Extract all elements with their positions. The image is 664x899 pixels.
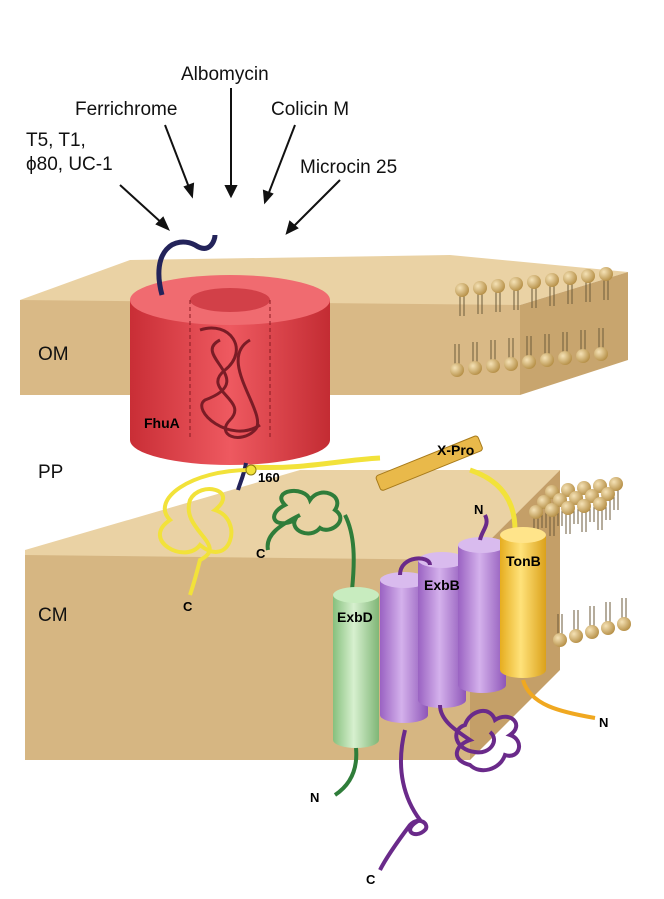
lipid-head bbox=[468, 361, 482, 375]
tonb-periplasmic-chain bbox=[251, 455, 518, 531]
fhua-tonbox bbox=[236, 462, 248, 491]
ligand-arrows bbox=[119, 88, 341, 235]
lipid-head bbox=[577, 499, 591, 513]
albomycin-label: Albomycin bbox=[181, 64, 269, 85]
lipid-head bbox=[569, 629, 583, 643]
tonb-c-terminus: C bbox=[183, 599, 193, 614]
exbd-n-terminus: N bbox=[310, 790, 319, 805]
lipid-head bbox=[509, 277, 523, 291]
fhua-surface-loop bbox=[156, 234, 218, 296]
tonb-n-terminus: N bbox=[599, 715, 608, 730]
tonb-n-terminus-top: N bbox=[474, 502, 483, 517]
lipid-head bbox=[609, 477, 623, 491]
exbd-c-terminus: C bbox=[256, 546, 266, 561]
exbd-periplasmic-domain bbox=[265, 488, 356, 591]
exbd-n-tail bbox=[333, 747, 359, 797]
lipid-head bbox=[450, 363, 464, 377]
ferrichrome-label: Ferrichrome bbox=[75, 99, 177, 120]
exbb-cytoplasmic-domain bbox=[438, 704, 521, 773]
exbb-c-terminus: C bbox=[366, 872, 376, 887]
exbb-label: ExbB bbox=[424, 577, 460, 593]
lipid-head bbox=[594, 347, 608, 361]
tonb-n-tail bbox=[521, 679, 596, 720]
phage-label-line-2: ϕ80, UC-1 bbox=[26, 154, 113, 175]
lipid-head bbox=[545, 273, 559, 287]
lipid-head bbox=[558, 351, 572, 365]
lipid-head bbox=[529, 505, 543, 519]
lipid-head bbox=[563, 271, 577, 285]
exbd-cylinder bbox=[333, 587, 379, 748]
lipid-head bbox=[473, 281, 487, 295]
lipid-head bbox=[455, 283, 469, 297]
exbb-cylinder-1 bbox=[380, 572, 428, 723]
exbb-c-tail bbox=[378, 729, 429, 871]
exbd-label: ExbD bbox=[337, 609, 373, 625]
microcin-label: Microcin 25 bbox=[300, 157, 397, 178]
cm-lipid-bilayer bbox=[529, 477, 631, 647]
lipid-head bbox=[527, 275, 541, 289]
tonb-label: TonB bbox=[506, 553, 541, 569]
lipid-head bbox=[593, 497, 607, 511]
pp-label: PP bbox=[38, 462, 63, 483]
om-lipid-bilayer bbox=[450, 267, 613, 377]
lipid-head bbox=[601, 621, 615, 635]
om-label: OM bbox=[38, 344, 69, 365]
lipid-head bbox=[491, 279, 505, 293]
lipid-head bbox=[599, 267, 613, 281]
exbb-cylinder-3 bbox=[458, 537, 506, 693]
lipid-head bbox=[545, 503, 559, 517]
lipid-head bbox=[540, 353, 554, 367]
phage-label-line-1: T5, T1, bbox=[26, 130, 86, 151]
tonb-c-domain bbox=[158, 468, 251, 596]
lipid-head bbox=[581, 269, 595, 283]
residue-160-label: 160 bbox=[258, 470, 280, 485]
fhua-plug-domain bbox=[199, 326, 259, 439]
protein-labels: FhuA X-Pro TonB ExbB ExbD bbox=[144, 415, 541, 625]
lipid-head bbox=[585, 625, 599, 639]
lipid-head bbox=[504, 357, 518, 371]
lipid-head bbox=[601, 487, 615, 501]
residue-160-marker bbox=[245, 464, 257, 476]
region-labels: OM PP CM bbox=[38, 344, 69, 626]
fhua-barrel bbox=[130, 275, 330, 465]
fhua-label: FhuA bbox=[144, 415, 180, 431]
lipid-head bbox=[486, 359, 500, 373]
xpro-segment bbox=[375, 435, 483, 491]
exbb-cylinder-2 bbox=[418, 552, 466, 708]
ligand-labels: T5, T1, ϕ80, UC-1 Ferrichrome Albomycin … bbox=[26, 64, 397, 178]
tonb-cylinder bbox=[500, 527, 546, 678]
lipid-head bbox=[617, 617, 631, 631]
terminus-labels: 160 C C N N N C bbox=[183, 470, 608, 887]
cm-label: CM bbox=[38, 605, 68, 626]
lipid-head bbox=[553, 633, 567, 647]
lipid-head bbox=[576, 349, 590, 363]
lipid-head bbox=[561, 501, 575, 515]
lipid-head bbox=[522, 355, 536, 369]
xpro-label: X-Pro bbox=[437, 442, 474, 458]
colicin-m-label: Colicin M bbox=[271, 99, 349, 120]
